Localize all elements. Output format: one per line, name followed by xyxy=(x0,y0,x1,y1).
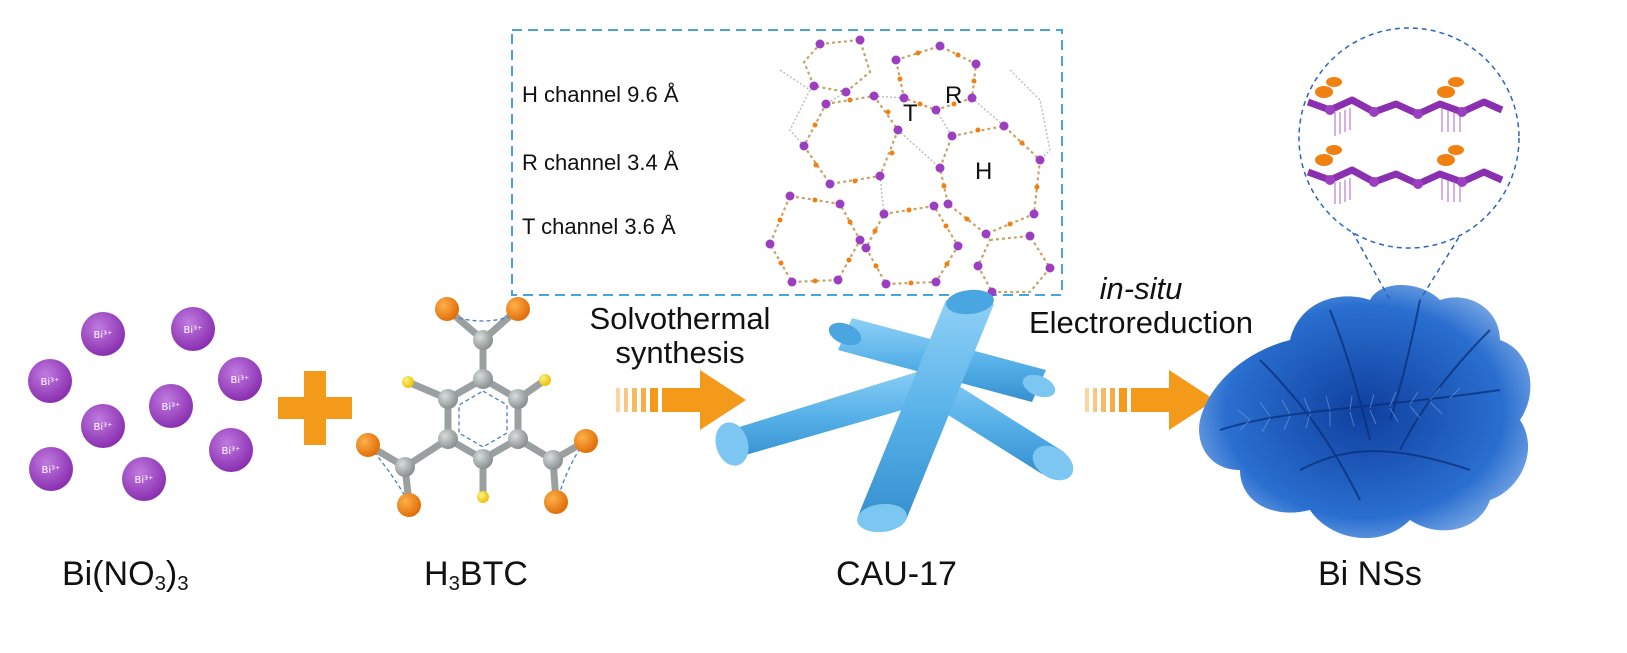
svg-text:Bi³⁺: Bi³⁺ xyxy=(94,422,113,433)
bismuth-nitrate-label: Bi(NO3)3 xyxy=(62,555,189,596)
r-pore-label: R xyxy=(945,82,963,109)
bismuth-ion: Bi³⁺ xyxy=(28,359,72,403)
bismuth-ion: Bi³⁺ xyxy=(149,384,193,428)
zoom-callout xyxy=(1298,27,1520,301)
svg-text:Bi³⁺: Bi³⁺ xyxy=(94,330,113,341)
t-pore-label: T xyxy=(903,100,918,127)
bismuth-ion: Bi³⁺ xyxy=(171,307,215,351)
electroreduction-arrow xyxy=(1085,370,1215,430)
svg-text:Bi³⁺: Bi³⁺ xyxy=(231,375,250,386)
h-channel-label: H channel 9.6 Å xyxy=(522,82,679,107)
svg-text:Bi³⁺: Bi³⁺ xyxy=(162,402,181,413)
svg-text:Bi³⁺: Bi³⁺ xyxy=(41,377,60,388)
plus-sign xyxy=(278,371,352,445)
bi-nss-label: Bi NSs xyxy=(1318,555,1422,593)
rod xyxy=(857,289,994,533)
bi-nanosheet-dendrite xyxy=(1199,285,1531,539)
solvothermal-line1: Solvothermal xyxy=(589,301,771,336)
solvothermal-label: Solvothermal synthesis xyxy=(560,302,800,370)
bismuth-ion: Bi³⁺ xyxy=(209,428,253,472)
svg-text:Bi³⁺: Bi³⁺ xyxy=(222,446,241,457)
svg-text:Bi³⁺: Bi³⁺ xyxy=(42,465,61,476)
r-channel-label: R channel 3.4 Å xyxy=(522,150,679,175)
svg-text:Bi³⁺: Bi³⁺ xyxy=(184,325,203,336)
bismuth-ion: Bi³⁺ xyxy=(81,404,125,448)
electroreduction-text: Electroreduction xyxy=(1028,305,1253,340)
synthesis-arrow xyxy=(616,370,746,430)
svg-text:Bi³⁺: Bi³⁺ xyxy=(135,475,154,486)
cau17-label: CAU-17 xyxy=(836,555,957,593)
bismuth-ion: Bi³⁺ xyxy=(81,312,125,356)
structure-frame xyxy=(511,29,1063,296)
bismuth-ion: Bi³⁺ xyxy=(122,457,166,501)
electroreduction-label: in-situ Electroreduction xyxy=(996,272,1286,340)
btc-molecule xyxy=(356,297,598,517)
bi-layer-structure xyxy=(1306,77,1504,204)
bismuth-ion: Bi³⁺ xyxy=(218,357,262,401)
bismuth-ion-cluster: Bi³⁺ Bi³⁺ Bi³⁺ Bi³⁺ Bi³⁺ Bi³⁺ Bi³⁺ Bi³⁺ … xyxy=(28,307,262,501)
rod xyxy=(715,366,944,466)
mof-framework-structure xyxy=(765,35,1055,297)
h-pore-label: H xyxy=(975,158,993,185)
h3btc-label: H3BTC xyxy=(424,555,528,596)
in-situ-text: in-situ xyxy=(1099,271,1183,306)
cau17-rods xyxy=(715,289,1074,533)
t-channel-label: T channel 3.6 Å xyxy=(522,214,676,239)
bismuth-ion: Bi³⁺ xyxy=(29,447,73,491)
solvothermal-line2: synthesis xyxy=(615,335,745,370)
